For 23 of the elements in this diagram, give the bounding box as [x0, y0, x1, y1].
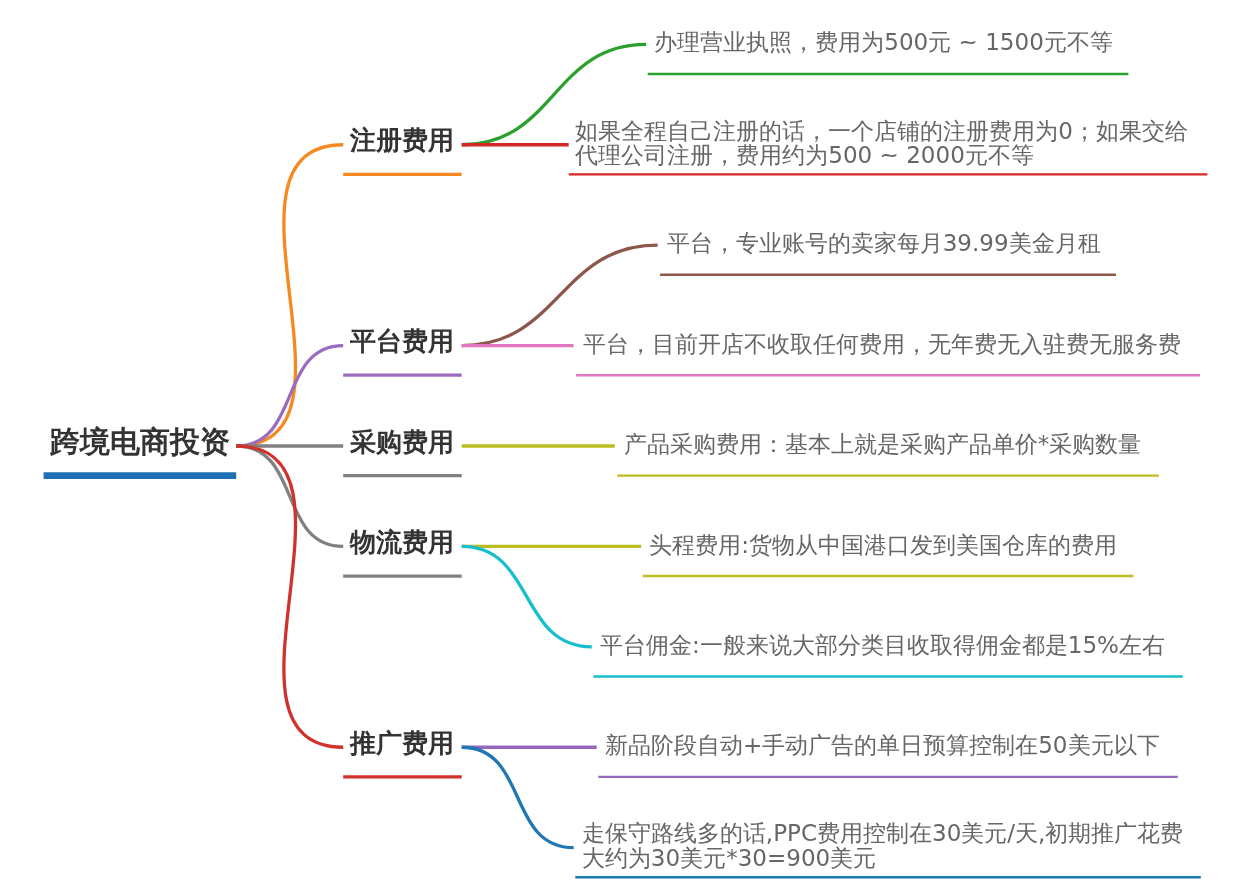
node-text: 平台，目前开店不收取任何费用，无年费无入驻费无服务费 — [582, 330, 1181, 357]
connector — [461, 243, 658, 348]
node-text: 办理营业执照，费用为500元 ~ 1500元不等 — [653, 29, 1113, 56]
node-text: 物流费用 — [349, 527, 454, 558]
node-text: 新品阶段自动+手动广告的单日预算控制在50美元以下 — [604, 732, 1160, 759]
node-text: 头程费用:货物从中国港口发到美国仓库的费用 — [648, 531, 1117, 558]
node-text: 平台佣金:一般来说大部分类目收取得佣金都是15%左右 — [599, 631, 1165, 658]
connector — [461, 444, 615, 448]
node-text: 产品采购费用：基本上就是采购产品单价*采购数量 — [623, 431, 1141, 458]
node-text: 平台，专业账号的卖家每月39.99美金月租 — [666, 230, 1101, 257]
connector — [235, 444, 343, 749]
node-text: 推广费用 — [349, 727, 454, 758]
connector — [461, 42, 646, 147]
connector — [461, 544, 592, 649]
node-text: 跨境电商投资 — [49, 423, 230, 459]
node-text: 平台费用 — [349, 326, 454, 357]
connector — [461, 745, 574, 850]
node-text: 注册费用 — [349, 125, 454, 156]
node-text: 走保守路线多的话,PPC费用控制在30美元/天,初期推广花费大约为30美元*30=900美元 — [581, 820, 1183, 872]
connector — [461, 343, 574, 348]
connector — [461, 143, 569, 147]
node-text: 如果全程自己注册的话，一个店铺的注册费用为0；如果交给代理公司注册，费用约为500 ~ 2000元不等 — [574, 117, 1188, 169]
node-text: 采购费用 — [349, 426, 454, 457]
